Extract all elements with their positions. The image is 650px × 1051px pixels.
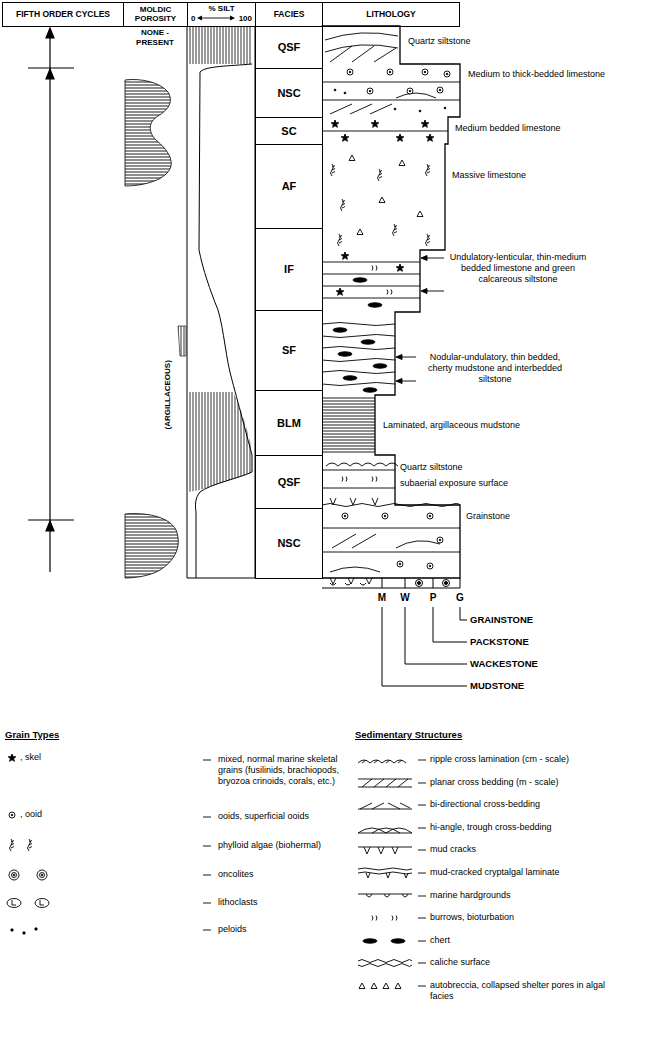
texture-letter: W: [399, 592, 411, 604]
facies-cell: AF: [255, 144, 323, 229]
texture-name: MUDSTONE: [470, 680, 524, 691]
legend-text: chert: [430, 935, 645, 946]
legend-text: mud cracks: [430, 844, 645, 855]
legend-text: hi-angle, trough cross-bedding: [430, 822, 645, 833]
porosity-note: (ARGILLACEOUS): [163, 360, 173, 429]
silt-curve: [188, 16, 252, 579]
legend-text: lithoclasts: [218, 897, 343, 908]
facies-cell: SC: [255, 117, 323, 145]
lithology-label: Quartz siltstone: [408, 36, 471, 47]
header-cell: FACIES: [255, 2, 323, 27]
header-text: % SILT: [188, 5, 255, 14]
texture-letter: M: [376, 592, 388, 604]
lithology-label: subaerial exposure surface: [400, 478, 508, 489]
cycle-arrows: [28, 28, 74, 572]
scale-number: 100: [239, 15, 252, 24]
facies-cell: SF: [255, 310, 323, 391]
moldic-porosity-curve: [125, 80, 186, 579]
legend-text: planar cross bedding (m - scale): [430, 777, 645, 788]
header-cell: FIFTH ORDER CYCLES: [2, 2, 124, 27]
header-text: MOLDIC POROSITY: [126, 6, 185, 24]
grain-abbreviation: , ooid: [20, 809, 42, 820]
legend-text: oncolites: [218, 869, 343, 880]
legend-text: mixed, normal marine skeletal grains (fu…: [218, 754, 343, 786]
facies-code: SC: [281, 125, 296, 137]
facies-cell: NSC: [255, 68, 323, 118]
facies-cell: QSF: [255, 455, 323, 509]
facies-code: IF: [284, 263, 294, 275]
legend-text: autobreccia, collapsed shelter pores in …: [430, 980, 630, 1002]
facies-code: QSF: [278, 41, 301, 53]
structure-symbols: [358, 760, 426, 989]
legend-text: marine hardgrounds: [430, 890, 645, 901]
facies-cell: NSC: [255, 508, 323, 579]
facies-code: SF: [282, 344, 296, 356]
legend-text: burrows, bioturbation: [430, 912, 645, 923]
lithology-label: Grainstone: [466, 511, 510, 522]
lithology-label: Laminated, argillaceous mudstone: [383, 420, 520, 431]
facies-code: NSC: [277, 537, 300, 549]
legend-text: ripple cross lamination (cm - scale): [430, 754, 645, 765]
lithology-label: Massive limestone: [452, 170, 526, 181]
facies-code: BLM: [277, 417, 301, 429]
lithology-label: Quartz siltstone: [400, 462, 463, 473]
legend-heading: Sedimentary Structures: [355, 729, 462, 740]
legend-text: phylloid algae (biohermal): [218, 840, 343, 851]
lithology-label: Medium to thick-bedded limestone: [468, 69, 605, 80]
legend-heading: Grain Types: [5, 729, 59, 740]
lithology-label: Undulatory-lenticular, thin-medium bedde…: [448, 252, 588, 284]
column-frame: [187, 26, 255, 578]
lithology-label: Medium bedded limestone: [455, 123, 561, 134]
legend-text: caliche surface: [430, 957, 645, 968]
header-cell: LITHOLOGY: [322, 2, 460, 27]
porosity-note: NONE - PRESENT: [125, 28, 185, 47]
facies-cell: QSF: [255, 26, 323, 69]
texture-letter: P: [427, 592, 439, 604]
facies-cell: BLM: [255, 390, 323, 456]
texture-scale: [322, 578, 467, 686]
texture-name: PACKSTONE: [470, 636, 529, 647]
grain-abbreviation: , skel: [20, 752, 41, 763]
lithology-label: Nodular-undulatory, thin bedded, cherty …: [420, 352, 570, 384]
facies-cell: IF: [255, 228, 323, 311]
legend-text: bi-directional cross-bedding: [430, 799, 645, 810]
legend-text: ooids, superficial ooids: [218, 811, 343, 822]
legend-text: peloids: [218, 924, 343, 935]
texture-name: WACKESTONE: [470, 658, 538, 669]
header-cell: MOLDIC POROSITY: [123, 2, 188, 27]
legend-text: mud-cracked cryptalgal laminate: [430, 867, 645, 878]
header-text: FACIES: [274, 10, 305, 19]
facies-code: QSF: [278, 476, 301, 488]
grain-type-symbols: [7, 754, 211, 934]
facies-code: AF: [282, 180, 297, 192]
lithology-column: [322, 26, 460, 584]
facies-code: NSC: [277, 87, 300, 99]
header-text: FIFTH ORDER CYCLES: [16, 10, 110, 19]
header-cell: % SILT0 100: [187, 2, 256, 27]
texture-name: GRAINSTONE: [470, 614, 533, 625]
texture-letter: G: [454, 592, 466, 604]
header-text: LITHOLOGY: [366, 10, 416, 19]
scale-number: 0: [191, 15, 195, 24]
